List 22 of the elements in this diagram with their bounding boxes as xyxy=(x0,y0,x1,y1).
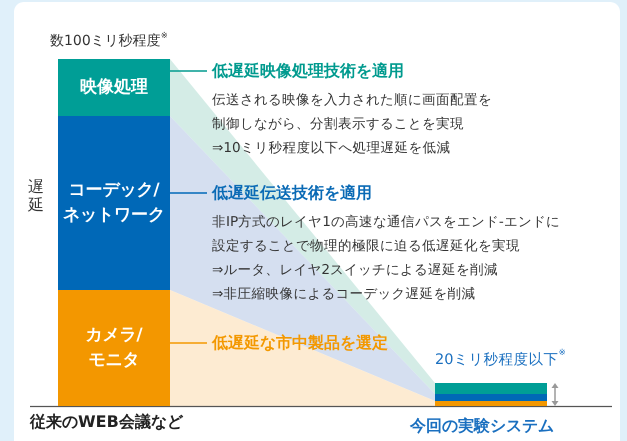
description-text: ⇒ルータ、レイヤ2スイッチによる遅延を削減 xyxy=(212,261,500,280)
leader-line xyxy=(170,342,207,344)
caption-label: 今回の実験システム xyxy=(410,416,554,437)
description-text: ⇒10ミリ秒程度以下へ処理遅延を低減 xyxy=(212,139,452,158)
latency-block: カメラ/モニタ xyxy=(58,290,170,406)
technique-heading: 低遅延な市中製品を選定 xyxy=(212,332,389,354)
caption-label: 数100ミリ秒程度$^{※}$ xyxy=(50,32,168,50)
latency-bar xyxy=(435,383,547,394)
technique-heading: 低遅延映像処理技術を適用 xyxy=(212,60,405,82)
latency-block: コーデック/ネットワーク xyxy=(58,116,170,290)
leader-line xyxy=(170,70,207,72)
description-text: 非IP方式のレイヤ1の高速な通信パスをエンド-エンドに設定することで物理的極限に迫る低遅延化を実現 xyxy=(212,213,561,256)
latency-block: 映像処理 xyxy=(58,59,170,116)
description-text: 伝送される映像を入力された順に画面配置を制御しながら、分割表示することを実現 xyxy=(212,91,493,134)
latency-bar xyxy=(435,401,547,406)
latency-bar xyxy=(435,394,547,401)
caption-label: 従来のWEB会議など xyxy=(30,412,183,433)
axis-label: 遅延 xyxy=(28,178,44,214)
caption-label: 20ミリ秒程度以下$^{※}$ xyxy=(435,350,566,369)
leader-line xyxy=(170,192,207,194)
description-text: ⇒非圧縮映像によるコーデック遅延を削減 xyxy=(212,285,476,304)
technique-heading: 低遅延伝送技術を適用 xyxy=(212,182,373,204)
